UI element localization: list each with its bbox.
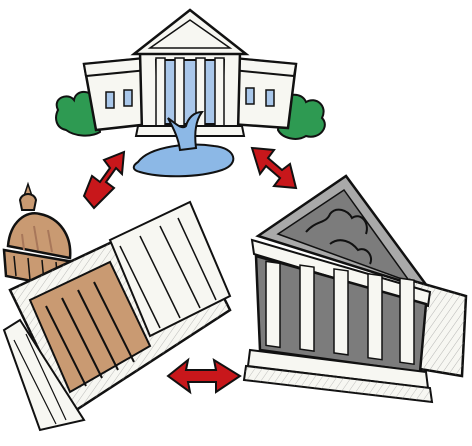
double-arrow-icon: [84, 152, 124, 208]
bottom-double-arrow: [168, 360, 240, 392]
right-double-arrow: [252, 148, 296, 188]
supreme-court-icon: [244, 176, 466, 402]
left-double-arrow: [84, 152, 124, 208]
double-arrow-icon: [252, 148, 296, 188]
double-arrow-icon: [168, 360, 240, 392]
white-house-icon: [56, 10, 325, 176]
capitol-dome-icon: [4, 184, 230, 430]
